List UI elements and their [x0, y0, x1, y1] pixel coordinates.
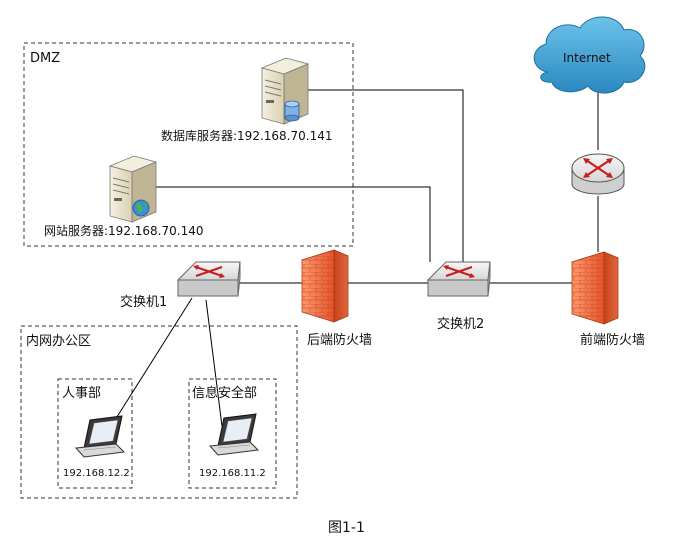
link-switch1-sec: [205, 299, 223, 427]
web-server-label: 网站服务器:192.168.70.140: [44, 223, 203, 238]
hr-zone: [57, 378, 133, 489]
switch2-label: 交换机2: [437, 316, 484, 332]
front-firewall-label: 前端防火墙: [580, 332, 645, 348]
laptop-infosec-ip: 192.168.11.2: [199, 468, 266, 479]
rear-firewall-icon: [300, 249, 350, 323]
connections: [109, 88, 599, 429]
infosec-zone: [188, 378, 277, 489]
globe-icon: [132, 199, 150, 217]
dmz-zone: [23, 42, 354, 247]
laptop-hr-ip: 192.168.12.2: [63, 468, 130, 479]
switch1-label: 交换机1: [120, 294, 167, 310]
internet-cloud-icon: Internet: [533, 16, 646, 94]
database-cylinder-icon: [284, 100, 300, 122]
link-db-switch2: [308, 89, 464, 262]
database-server-icon: [260, 57, 310, 125]
link-switch1-hr: [109, 297, 193, 429]
database-server-label: 数据库服务器:192.168.70.141: [161, 128, 332, 143]
front-firewall-icon: [570, 251, 620, 325]
infosec-zone-label: 信息安全部: [192, 385, 257, 401]
figure-caption: 图1-1: [328, 520, 365, 536]
rear-firewall-label: 后端防火墙: [307, 332, 372, 348]
intranet-zone-label: 内网办公区: [26, 333, 91, 349]
switch1-icon: [176, 261, 241, 297]
dmz-zone-label: DMZ: [30, 51, 60, 66]
laptop-hr-icon: [74, 415, 126, 458]
switch2-icon: [426, 261, 491, 297]
hr-zone-label: 人事部: [62, 386, 101, 401]
link-web-switch2: [155, 186, 431, 262]
internet-label: Internet: [563, 51, 611, 65]
web-server-icon: [108, 155, 158, 223]
laptop-infosec-icon: [208, 413, 260, 456]
router-icon: [571, 153, 625, 195]
